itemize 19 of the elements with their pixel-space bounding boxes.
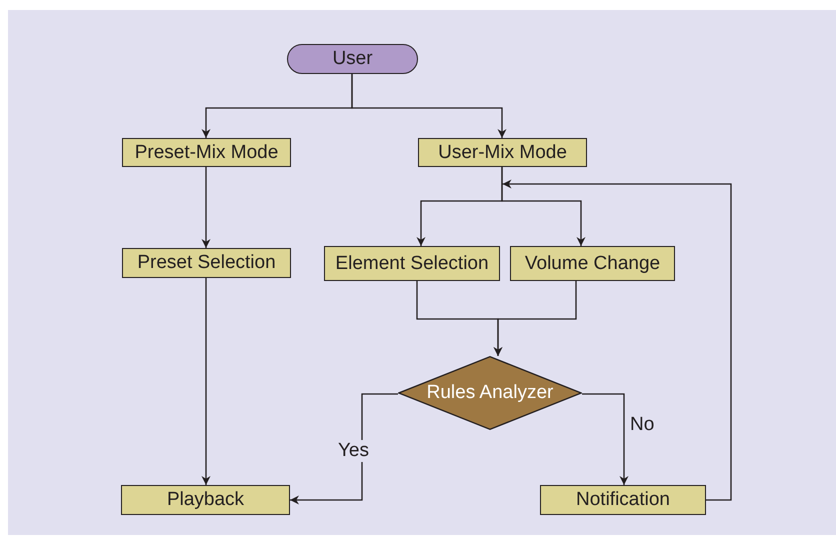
process-box: Volume Change (510, 246, 675, 281)
process-box: Preset-Mix Mode (122, 138, 291, 167)
arrow (501, 167, 586, 246)
node-label: Rules Analyzer (426, 382, 554, 404)
arrow (202, 278, 210, 485)
arrow (290, 393, 398, 504)
arrow (202, 167, 210, 248)
process-box: Notification (540, 485, 706, 515)
arrow (351, 74, 506, 138)
arrow (494, 281, 577, 356)
process-box: Playback (121, 485, 290, 515)
start-terminal: User (287, 44, 418, 74)
decision-diamond (398, 356, 582, 430)
arrow (502, 180, 732, 501)
edge-label: Yes (336, 440, 371, 462)
arrow (582, 393, 628, 485)
process-box: Element Selection (324, 246, 500, 281)
process-box: User-Mix Mode (418, 138, 587, 167)
process-box: Preset Selection (122, 248, 291, 278)
